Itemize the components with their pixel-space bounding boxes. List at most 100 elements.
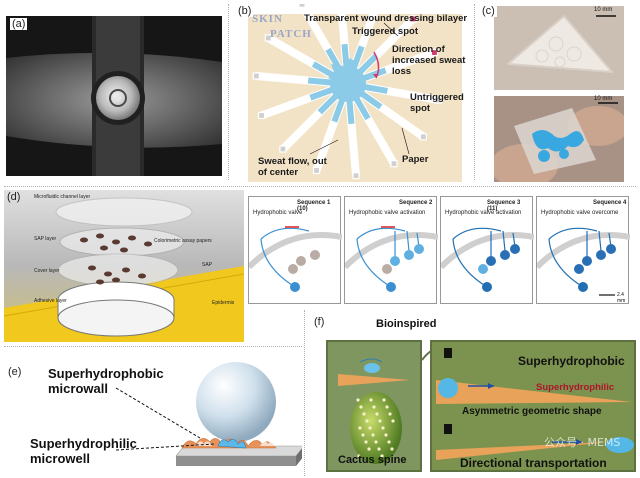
channel-spot xyxy=(264,34,272,42)
spine-dot xyxy=(361,433,365,437)
microwall-diagram xyxy=(115,362,302,466)
sequence-subtitle: Hydrophobic valve xyxy=(253,210,303,216)
panel-e: (e) Superhydrophobic microwall Superhydr… xyxy=(4,350,302,476)
sap-dot xyxy=(120,247,128,253)
sap-dot xyxy=(138,273,146,279)
spine-dot xyxy=(375,412,379,416)
spine-dot xyxy=(364,440,368,444)
superhydrophobic-label: Superhydrophobic xyxy=(518,354,625,368)
panel-e-label: (e) xyxy=(6,366,24,378)
sequence-1: Sequence 1 (10) Hydrophobic valve xyxy=(248,196,342,304)
sequence-title: Sequence 1 (10) xyxy=(297,200,331,212)
wrist-patch-photo xyxy=(6,16,222,176)
layer-epidermis: Epidermis xyxy=(212,300,235,306)
sequence-subtitle: Hydrophobic valve activation xyxy=(445,210,522,216)
microwall-label: Superhydrophobic microwall xyxy=(48,366,164,396)
divider xyxy=(304,310,305,476)
patch-photo-top: 10 mm xyxy=(494,6,624,90)
divider xyxy=(4,346,302,347)
sap-dot xyxy=(96,233,104,239)
sequence-3: Sequence 3 (11) Hydrophobic valve activa… xyxy=(440,196,534,304)
spine-dot xyxy=(391,419,395,423)
sequence-subtitle: Hydrophobic valve overcome xyxy=(541,210,619,216)
channel-spot xyxy=(352,172,360,180)
layer-sap: SAP layer xyxy=(34,236,57,242)
microwell-label: Superhydrophilic microwell xyxy=(30,436,137,466)
panel-f-label: (f) xyxy=(312,316,327,328)
panel-a: (a) xyxy=(6,16,222,176)
spine-dot xyxy=(367,447,371,451)
paper-label: Paper xyxy=(402,154,429,165)
cactus-label: Cactus spine xyxy=(338,454,407,466)
panel-c: 10 mm 10 mm (c) xyxy=(478,4,638,184)
spine-dot xyxy=(374,440,378,444)
channel-spot xyxy=(430,48,439,57)
mechanism-box: Superhydrophobic Superhydrophilic Asymme… xyxy=(430,340,636,472)
sequence-title: Sequence 2 xyxy=(399,200,433,206)
channel-spot xyxy=(435,96,443,104)
spine-dot xyxy=(388,412,392,416)
sweat-patch-diagram xyxy=(248,4,462,182)
spine-dot xyxy=(357,454,361,458)
patch-label: PATCH xyxy=(270,28,312,40)
spine-dot xyxy=(358,426,362,430)
sap-dot xyxy=(112,277,120,283)
direction-label: Direction of increased sweat loss xyxy=(392,44,466,77)
channel-spot xyxy=(279,145,287,153)
channel-spot xyxy=(312,166,321,175)
spine-dot xyxy=(387,440,391,444)
divider xyxy=(228,4,229,180)
exploded-layers-diagram xyxy=(4,190,244,342)
sap-dot xyxy=(122,267,130,273)
spine-dot xyxy=(365,419,369,423)
sap-dot xyxy=(104,271,112,277)
panel-a-label: (a) xyxy=(10,18,28,30)
bilayer-label: Transparent wound dressing bilayer xyxy=(304,13,468,24)
spine-dot xyxy=(378,419,382,423)
sap-dot xyxy=(112,239,120,245)
spine-dot xyxy=(372,405,376,409)
layer-sap2: SAP xyxy=(202,262,213,268)
channel-spot xyxy=(409,15,417,23)
spine-dot xyxy=(384,433,388,437)
cactus-box: Cactus spine xyxy=(326,340,422,472)
panel-f: (f) Bioinspired Cactus spine xyxy=(308,310,638,476)
spine-dot xyxy=(371,433,375,437)
sequence-2: Sequence 2 Hydrophobic valve activation xyxy=(344,196,438,304)
patch-photo-bottom: 10 mm xyxy=(490,96,628,184)
panel-b-label: (b) xyxy=(236,5,254,17)
sap-dot xyxy=(144,241,152,247)
panel-d-label: (d) xyxy=(7,191,21,203)
spine-dot xyxy=(369,398,373,402)
sequence-title: Sequence 3 (11) xyxy=(487,200,521,212)
spine-dot xyxy=(385,405,389,409)
watermark: 公众号 · MEMS xyxy=(544,436,621,449)
scale-bar-label: 2.4 mm xyxy=(617,292,626,304)
channel-spot xyxy=(390,160,398,168)
divider xyxy=(474,4,475,180)
sap-dot xyxy=(128,235,136,241)
layer-microfluidic: Microfluidic channel layer xyxy=(34,194,91,200)
sequence-strip: Sequence 1 (10) Hydrophobic valve Sequen… xyxy=(248,196,636,304)
channel-spot xyxy=(257,111,266,120)
layer-cover: Cover layer xyxy=(34,268,60,274)
skin-label: SKIN xyxy=(252,13,283,25)
spine-dot xyxy=(368,426,372,430)
sweatflow-label: Sweat flow, out of center xyxy=(258,156,327,178)
channel-spot xyxy=(252,72,260,80)
spine-dot xyxy=(390,447,394,451)
sap-dot xyxy=(88,265,96,271)
sap-dot xyxy=(96,279,104,285)
superhydrophilic-label: Superhydrophilic xyxy=(536,382,615,393)
sequence-4: Sequence 4 Hydrophobic valve overcome 2.… xyxy=(536,196,630,304)
spine-dot xyxy=(381,426,385,430)
panel-c-label: (c) xyxy=(480,5,497,17)
spine-dot xyxy=(359,405,363,409)
spine-dot xyxy=(356,398,360,402)
triggered-label: Triggered spot xyxy=(352,26,418,37)
spine-dot xyxy=(362,412,366,416)
layer-adhesive: Adhesive layer xyxy=(34,298,67,304)
asymmetric-label: Asymmetric geometric shape xyxy=(462,406,602,417)
directional-label: Directional transportation xyxy=(460,456,607,470)
channel-spot xyxy=(298,4,306,8)
